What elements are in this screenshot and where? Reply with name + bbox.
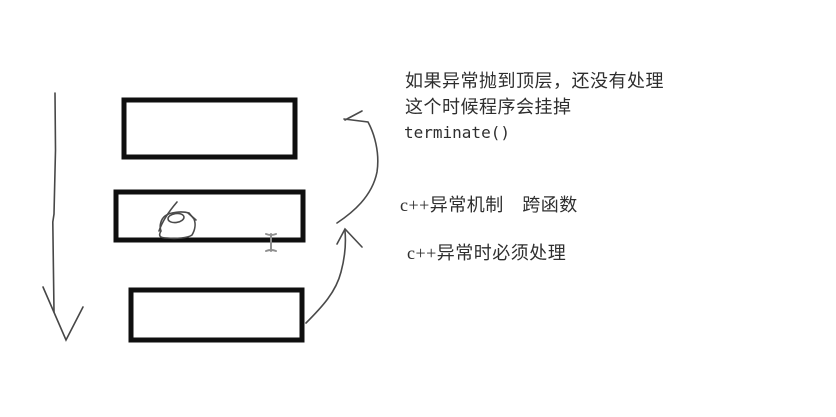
note-must-handle: c++异常时必须处理: [407, 243, 567, 263]
curved-arrow-2-head: [336, 227, 363, 248]
scribble-blob: [158, 211, 196, 240]
note-exception-mechanism: c++异常机制 跨函数: [400, 195, 578, 215]
note-terminate-code: terminate(): [404, 123, 510, 142]
scribble-inner-oval: [167, 212, 185, 224]
scribble-doodle: [158, 201, 197, 240]
note-crash-line2: 这个时候程序会挂掉: [405, 97, 572, 117]
curved-arrow-2-shaft: [305, 230, 347, 324]
down-arrow-shaft: [51, 92, 57, 313]
down-arrow-head: [42, 286, 84, 342]
down-arrow: [42, 92, 84, 342]
stack-box-top: [121, 97, 298, 160]
curved-arrow-bottom-to-middle: [305, 227, 363, 324]
curved-arrow-middle-to-top: [336, 110, 379, 224]
note-crash-line1: 如果异常抛到顶层，还没有处理: [405, 71, 664, 91]
curved-arrow-1-barb: [344, 110, 363, 121]
scribble-corner-tick: [187, 212, 197, 221]
text-cursor-icon: [265, 233, 277, 252]
curved-arrow-1-shaft: [336, 118, 379, 224]
stack-box-middle: [113, 189, 306, 243]
text-cursor-bottom-serif: [265, 249, 277, 252]
stack-box-bottom: [128, 287, 305, 343]
